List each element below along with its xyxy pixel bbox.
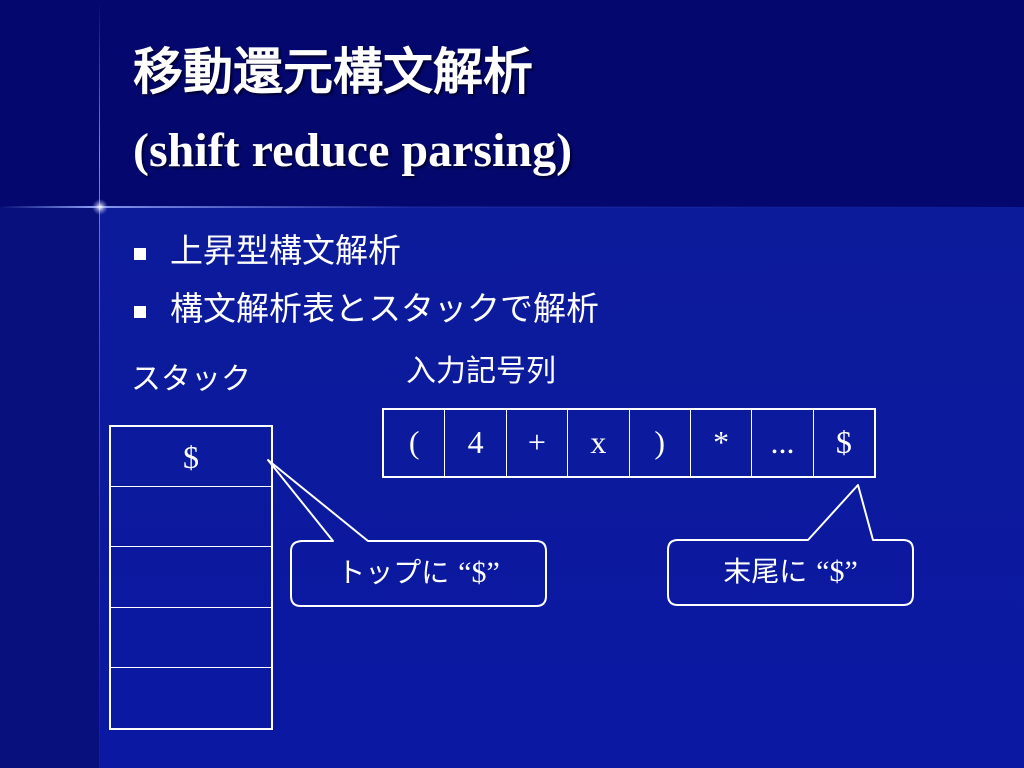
left-band bbox=[0, 207, 100, 768]
bullet-list: 上昇型構文解析 構文解析表とスタックで解析 bbox=[130, 226, 599, 342]
input-cell: ( bbox=[384, 410, 446, 476]
horizontal-rule bbox=[0, 206, 1024, 208]
stack-diagram: $ bbox=[109, 425, 273, 730]
square-bullet-icon bbox=[134, 306, 146, 318]
stack-cell bbox=[111, 487, 271, 548]
vertical-rule bbox=[99, 0, 100, 768]
input-cell: x bbox=[568, 410, 630, 476]
square-bullet-icon bbox=[134, 248, 146, 260]
slide-title: 移動還元構文解析 bbox=[133, 42, 533, 101]
header-band bbox=[0, 0, 1024, 207]
input-cell: 4 bbox=[445, 410, 507, 476]
sparkle-icon bbox=[92, 199, 108, 215]
input-label: 入力記号列 bbox=[406, 354, 556, 389]
stack-cell bbox=[111, 608, 271, 668]
bullet-text: 構文解析表とスタックで解析 bbox=[170, 289, 599, 328]
input-cell: * bbox=[691, 410, 753, 476]
bullet-item: 上昇型構文解析 bbox=[130, 226, 599, 284]
callout-end-symbol: “$” bbox=[816, 555, 858, 588]
callout-top-symbol: “$” bbox=[458, 556, 500, 589]
input-cell: $ bbox=[835, 424, 852, 460]
input-cell: ... bbox=[752, 410, 814, 476]
callout-top-text: トップに “$” bbox=[291, 553, 546, 593]
stack-cell bbox=[111, 668, 271, 728]
slide-subtitle: (shift reduce parsing) bbox=[133, 124, 573, 177]
input-symbol-row: ( 4 + x ) * ... $ bbox=[382, 408, 876, 478]
callout-end-label: 末尾に bbox=[723, 555, 817, 588]
stack-label: スタック bbox=[131, 362, 251, 397]
stack-cell: $ bbox=[111, 427, 271, 488]
input-cell: + bbox=[507, 410, 569, 476]
bullet-text: 上昇型構文解析 bbox=[170, 231, 401, 270]
bullet-item: 構文解析表とスタックで解析 bbox=[130, 284, 599, 342]
callout-end-text: 末尾に “$” bbox=[668, 552, 913, 592]
stack-cell bbox=[111, 547, 271, 608]
callout-top-label: トップに bbox=[337, 556, 459, 589]
input-cell: ) bbox=[630, 410, 691, 476]
